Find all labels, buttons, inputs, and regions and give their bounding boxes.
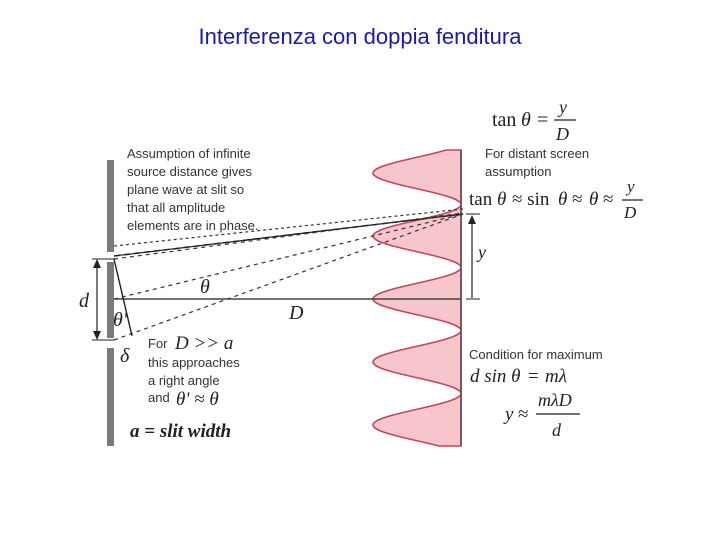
plane-wave-line: [113, 208, 464, 247]
eq-y-denominator: d: [552, 420, 562, 440]
note-approach-line: a right angle: [148, 373, 220, 388]
note-infinite-source-line: elements are in phase.: [127, 218, 259, 233]
eq-sa-denominator: D: [623, 203, 637, 222]
eq-y-lhs: y: [503, 404, 514, 425]
slit-width-label: a = slit width: [130, 421, 231, 442]
slit-barrier-middle: [107, 262, 114, 338]
eq-sa-sin: ≈ sin: [512, 189, 550, 210]
eq-sa-theta2: θ: [558, 189, 567, 210]
y-arrow-head-top: [468, 215, 476, 224]
eq-sa-approx3: ≈: [603, 189, 613, 210]
d-arrow-head-bottom: [93, 331, 101, 340]
eq-tan-lhs: tan: [492, 109, 516, 131]
note-distant-screen-line: For distant screen: [485, 146, 589, 161]
equation-max: d sin θ = mλ: [470, 366, 567, 387]
eq-sa-tan: tan: [469, 189, 493, 210]
slit-barrier-bottom: [107, 348, 114, 446]
eq-sa-numerator: y: [625, 177, 635, 196]
equation-small-angle: tan θ ≈ sin θ ≈ θ ≈ y D: [469, 177, 643, 222]
label-theta: θ: [200, 276, 210, 298]
label-D: D: [288, 302, 304, 324]
label-d: d: [79, 290, 90, 312]
eq-tan-numerator: y: [557, 97, 567, 117]
ray-dashed-1: [113, 212, 464, 260]
eq-sa-theta: θ: [497, 189, 506, 210]
note-distant-screen-line: assumption: [485, 164, 551, 179]
note-infinite-source-line: source distance gives: [127, 164, 253, 179]
note-infinite-source-line: that all amplitude: [127, 200, 225, 215]
eq-sa-theta3: θ: [589, 189, 598, 210]
note-condition-max: Condition for maximum: [469, 347, 603, 362]
slit-barrier-top: [107, 160, 114, 252]
note-approach-line: this approaches: [148, 355, 240, 370]
cond-D-gg-a: D >> a: [174, 333, 233, 354]
path-difference-line: [113, 258, 133, 337]
eq-y-numerator: mλD: [538, 390, 572, 410]
d-arrow-head-top: [93, 259, 101, 268]
ray-dashed-2: [113, 213, 464, 300]
equation-tan-theta: tan θ = y D: [492, 97, 576, 144]
eq-y-approx: ≈: [518, 404, 528, 425]
eq-tan-theta: θ: [521, 109, 531, 131]
eq-tan-equals: =: [537, 109, 548, 131]
note-and: and: [148, 390, 170, 405]
eq-sa-approx2: ≈: [572, 189, 582, 210]
note-infinite-source-line: Assumption of infinite: [127, 146, 251, 161]
ray-upper: [113, 213, 464, 257]
note-infinite-source-line: plane wave at slit so: [127, 182, 244, 197]
eq-max-rhs: mλ: [545, 366, 567, 387]
note-infinite-source: Assumption of infinite source distance g…: [127, 146, 259, 233]
label-y: y: [476, 242, 486, 262]
note-distant-screen: For distant screen assumption: [485, 146, 593, 179]
eq-max-lhs: d sin θ: [470, 366, 521, 387]
equation-y: y ≈ mλD d: [503, 390, 580, 440]
label-theta-prime: θ': [113, 309, 128, 331]
note-for: For: [148, 336, 168, 351]
interference-fringe-pattern: [372, 149, 462, 447]
note-approach: this approaches a right angle: [148, 355, 243, 388]
label-delta: δ: [120, 345, 130, 367]
ray-bottom: [113, 213, 464, 341]
eq-max-equals: =: [528, 366, 539, 387]
eq-tan-denominator: D: [555, 124, 569, 144]
slide-title: Interferenza con doppia fenditura: [198, 24, 522, 49]
cond-theta-approx: θ' ≈ θ: [176, 389, 219, 410]
